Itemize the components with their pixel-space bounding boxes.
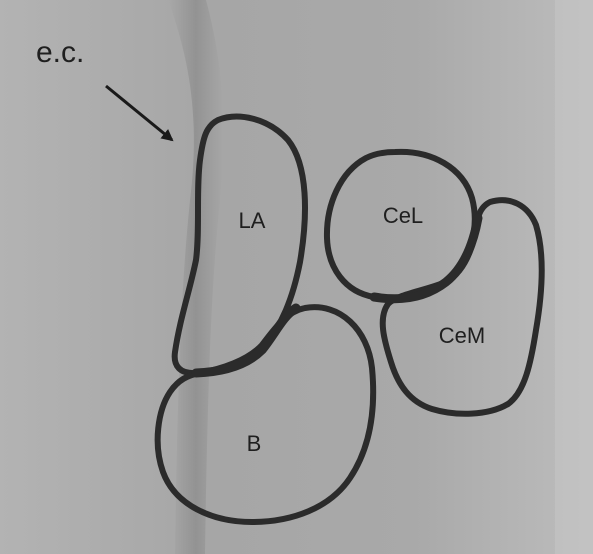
tissue-edge <box>555 0 593 554</box>
la-label: LA <box>239 208 266 233</box>
ec-annotation-label: e.c. <box>36 36 84 69</box>
cem-label: CeM <box>439 323 485 348</box>
b-label: B <box>247 431 262 456</box>
cel-label: CeL <box>383 203 423 228</box>
